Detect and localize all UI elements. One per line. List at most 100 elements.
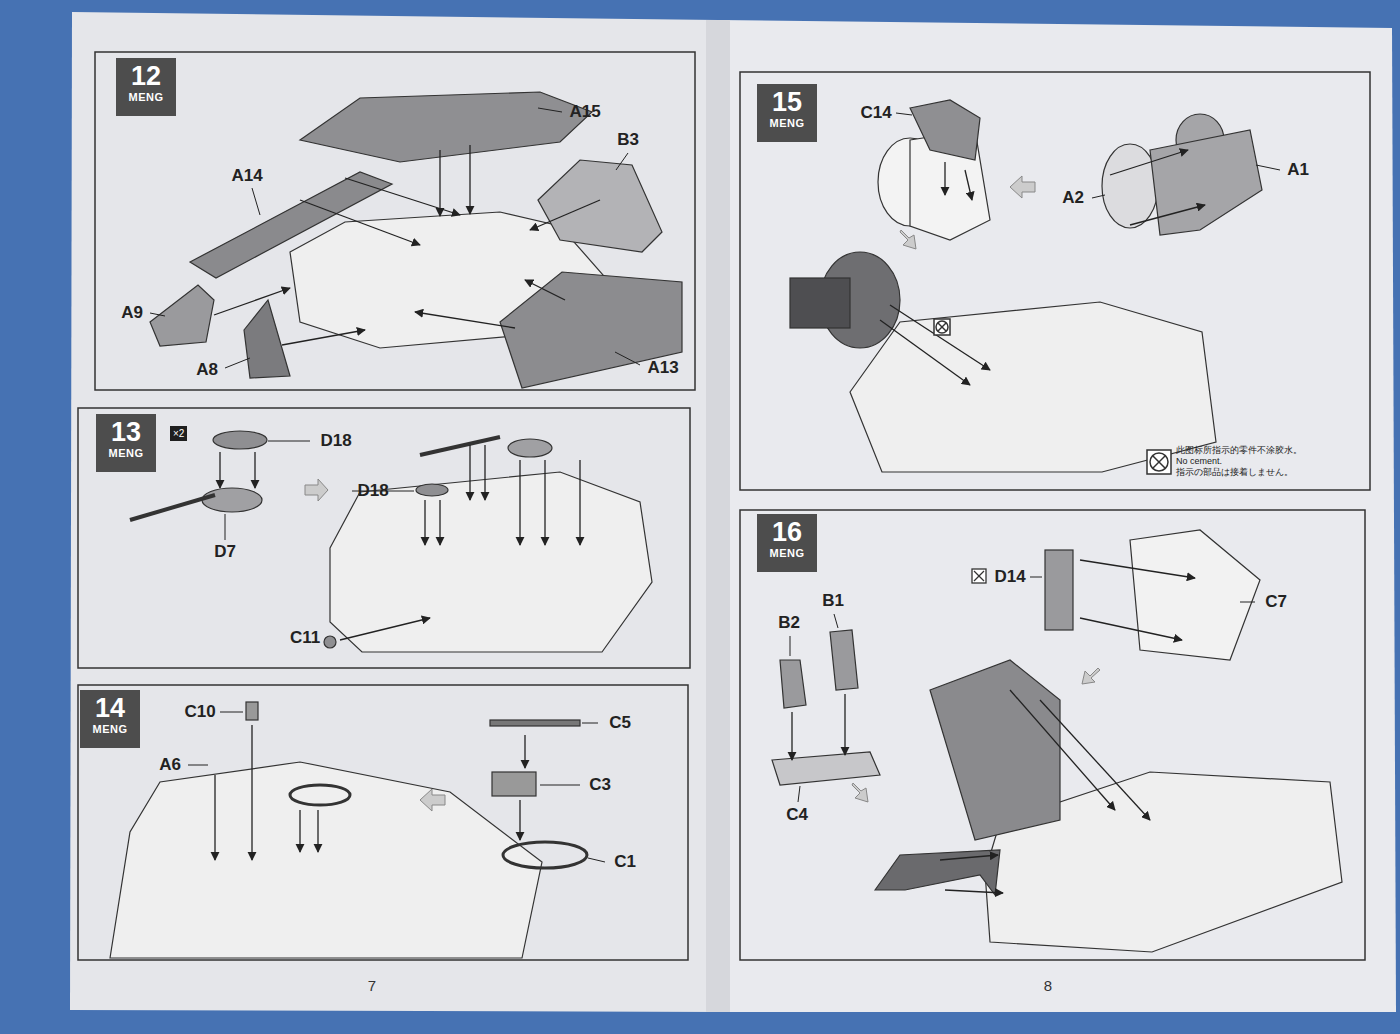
part-label: C1 xyxy=(612,852,638,872)
assembly-arrow xyxy=(1080,618,1182,640)
part-label: D18 xyxy=(318,431,353,451)
part-outline xyxy=(150,285,214,346)
brand-logo: MENG xyxy=(100,447,152,460)
part-label: A13 xyxy=(645,358,680,378)
assembly-arrow xyxy=(1130,205,1205,225)
part-label: D7 xyxy=(212,542,238,562)
assembly-arrow xyxy=(299,810,300,852)
part-outline xyxy=(290,785,350,805)
step-frame xyxy=(740,72,1370,490)
step-frame xyxy=(740,510,1365,960)
no-cement-symbol xyxy=(934,319,950,335)
flow-arrow xyxy=(305,479,328,501)
step-frame xyxy=(78,685,688,960)
part-outline xyxy=(490,720,580,726)
flow-arrow xyxy=(305,479,328,501)
step-badge: 14MENG xyxy=(80,690,140,748)
part-label: A9 xyxy=(119,303,145,323)
part-label: B2 xyxy=(776,613,802,633)
assembly-arrow xyxy=(1110,150,1188,175)
step-number: 16 xyxy=(761,517,813,547)
brand-logo: MENG xyxy=(761,117,813,130)
no-cement-symbol xyxy=(1153,456,1165,468)
leader-line xyxy=(538,108,562,112)
assembly-arrow xyxy=(317,810,318,852)
part-outline xyxy=(1045,550,1073,630)
assembly-arrow xyxy=(439,500,440,545)
no-cement-symbol xyxy=(972,569,986,583)
part-label: C11 xyxy=(288,628,322,648)
assembly-arrow xyxy=(890,305,990,370)
assembly-arrow xyxy=(439,150,440,216)
assembly-arrow xyxy=(791,712,792,760)
assembly-arrow xyxy=(469,445,470,500)
booklet-pages xyxy=(70,12,718,1012)
step-frame xyxy=(78,408,690,668)
assembly-arrow xyxy=(424,500,425,545)
assembly-arrow xyxy=(282,330,365,345)
no-cement-symbol xyxy=(934,319,1171,474)
part-outline xyxy=(790,100,1262,472)
no-cement-symbol xyxy=(1150,453,1168,471)
leader-line xyxy=(150,108,640,368)
assembly-arrow xyxy=(254,452,255,488)
part-outline xyxy=(930,660,1060,840)
cement-note: No cement. xyxy=(1176,456,1222,467)
assembly-arrow xyxy=(965,170,972,200)
part-outline xyxy=(910,100,980,160)
step-frame xyxy=(95,52,695,390)
assembly-arrow xyxy=(524,735,525,768)
part-label: C4 xyxy=(784,805,810,825)
leader-line xyxy=(616,153,628,170)
flow-arrow xyxy=(900,230,916,249)
brand-logo: MENG xyxy=(120,91,172,104)
part-label: A14 xyxy=(229,166,264,186)
assembly-arrow xyxy=(300,200,420,245)
part-outline xyxy=(150,92,682,388)
no-cement-symbol xyxy=(974,571,984,581)
quantity-text: ×2 xyxy=(173,428,184,439)
part-outline xyxy=(130,495,215,520)
part-outline xyxy=(772,530,1342,952)
leader-line xyxy=(1256,165,1280,170)
part-outline xyxy=(508,439,552,457)
assembly-arrow xyxy=(214,775,215,860)
no-cement-symbol xyxy=(936,321,948,333)
part-outline xyxy=(300,92,592,162)
step-badge: 13MENG xyxy=(96,414,156,472)
part-label: B1 xyxy=(820,591,846,611)
part-label: A1 xyxy=(1285,160,1311,180)
cement-note: 此图标所指示的零件不涂胶水。 xyxy=(1176,445,1302,456)
step-badge: 16MENG xyxy=(757,514,817,572)
brand-logo: MENG xyxy=(84,723,136,736)
part-outline xyxy=(416,484,448,496)
part-label: D18 xyxy=(355,481,390,501)
assembly-arrow xyxy=(1010,690,1115,810)
brand-logo: MENG xyxy=(761,547,813,560)
leader-line xyxy=(582,723,598,724)
part-label: A6 xyxy=(157,755,183,775)
part-outline xyxy=(246,702,258,720)
no-cement-symbol xyxy=(1153,456,1165,468)
leader-line xyxy=(252,188,260,215)
leader-line xyxy=(225,358,250,368)
assembly-arrow xyxy=(251,725,252,860)
leader-line xyxy=(220,712,243,713)
part-outline xyxy=(850,302,1216,472)
no-cement-symbol xyxy=(938,323,946,331)
assembly-arrow xyxy=(340,618,430,640)
assembly-arrow xyxy=(945,890,1003,893)
part-label: A2 xyxy=(1060,188,1086,208)
flow-arrow xyxy=(420,789,445,811)
step-number: 15 xyxy=(761,87,813,117)
assembly-arrow xyxy=(215,725,525,860)
part-outline xyxy=(244,300,290,378)
leader-line xyxy=(834,614,838,628)
part-outline xyxy=(330,472,652,652)
part-outline xyxy=(202,488,262,512)
flow-arrow xyxy=(852,668,1100,802)
step-badge: 12MENG xyxy=(116,58,176,116)
part-outline xyxy=(1130,530,1260,660)
